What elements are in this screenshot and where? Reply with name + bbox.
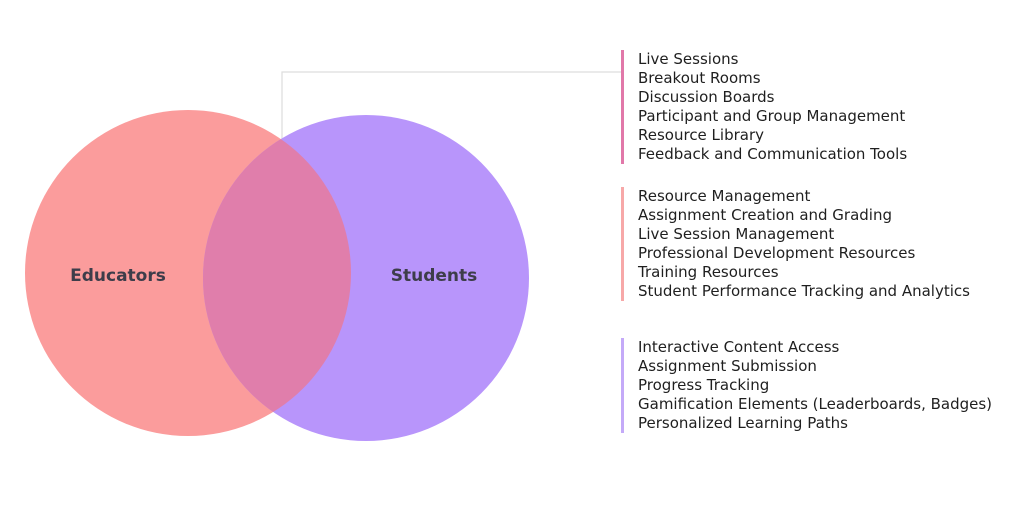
educator-features-list: Resource Management Assignment Creation … (621, 187, 970, 301)
shared-feature-item: Breakout Rooms (638, 69, 761, 87)
educator-feature-item: Professional Development Resources (638, 244, 916, 262)
educators-label: Educators (70, 266, 166, 286)
educator-feature-item: Assignment Creation and Grading (638, 206, 893, 224)
educator-feature-item: Student Performance Tracking and Analyti… (638, 282, 970, 300)
shared-feature-item: Live Sessions (638, 50, 739, 68)
student-feature-item: Interactive Content Access (638, 338, 840, 356)
educator-feature-item: Training Resources (638, 263, 779, 281)
shared-features-list: Live Sessions Breakout Rooms Discussion … (621, 50, 907, 164)
student-feature-item: Gamification Elements (Leaderboards, Bad… (638, 395, 993, 413)
shared-feature-item: Feedback and Communication Tools (638, 145, 908, 163)
educator-feature-item: Live Session Management (638, 225, 835, 243)
student-feature-item: Assignment Submission (638, 357, 817, 375)
connector-line (281, 71, 621, 142)
shared-feature-item: Resource Library (638, 126, 765, 144)
overlap-region (203, 115, 351, 436)
student-features-list: Interactive Content Access Assignment Su… (621, 338, 992, 433)
student-feature-item: Personalized Learning Paths (638, 414, 848, 432)
shared-feature-item: Participant and Group Management (638, 107, 906, 125)
students-label: Students (391, 266, 478, 286)
shared-feature-item: Discussion Boards (638, 88, 775, 106)
educator-feature-item: Resource Management (638, 187, 811, 205)
student-feature-item: Progress Tracking (638, 376, 770, 394)
